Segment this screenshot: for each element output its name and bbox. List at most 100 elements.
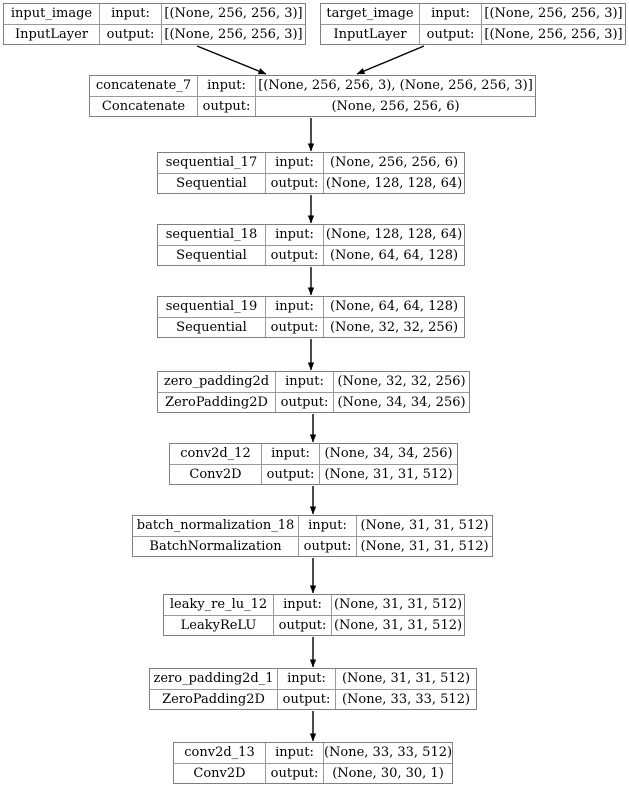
- node-input-shape: (None, 33, 33, 512): [324, 745, 452, 761]
- node-input-label: input:: [266, 225, 324, 245]
- node-layer-name: conv2d_13: [174, 743, 266, 763]
- node-input-shape: [(None, 256, 256, 3)]: [164, 6, 303, 22]
- node-output-shape: (None, 31, 31, 512): [324, 466, 453, 482]
- node-output-label: output:: [198, 96, 256, 116]
- node-output-label: output:: [299, 536, 357, 556]
- node-layer-name: concatenate_7: [90, 76, 198, 96]
- node-output-shape: [(None, 256, 256, 3)]: [164, 26, 303, 42]
- node-input-label: input:: [299, 516, 357, 536]
- node-class-name: InputLayer: [321, 24, 420, 44]
- node-output-label: output:: [276, 392, 334, 412]
- node-input-label: input:: [278, 669, 336, 689]
- node-class-name: Sequential: [158, 245, 266, 265]
- node-class-name: InputLayer: [4, 24, 100, 44]
- node-output-label: output:: [274, 615, 332, 635]
- node-output-label: output:: [266, 245, 324, 265]
- node-layer-name: target_image: [321, 4, 420, 24]
- node-output-label: output:: [266, 763, 324, 783]
- node-output-shape: (None, 31, 31, 512): [333, 617, 463, 633]
- node-output-label: output:: [420, 24, 482, 44]
- node-output-shape: (None, 33, 33, 512): [341, 691, 471, 707]
- node-input-label: input:: [266, 153, 324, 173]
- node-layer-name: sequential_19: [158, 297, 266, 317]
- node-class-name: BatchNormalization: [133, 536, 299, 556]
- edge-input_image-to-concatenate_7: [196, 45, 267, 75]
- node-output-shape: (None, 64, 64, 128): [329, 247, 459, 263]
- node-layer-name: sequential_17: [158, 153, 266, 173]
- node-input-label: input:: [100, 4, 162, 24]
- node-layer-name: zero_padding2d_1: [150, 669, 278, 689]
- node-input-label: input:: [266, 743, 324, 763]
- node-input-shape: (None, 31, 31, 512): [360, 518, 489, 534]
- node-class-name: LeakyReLU: [164, 615, 274, 635]
- node-output-shape: [(None, 256, 256, 3)]: [484, 26, 623, 42]
- node-layer-name: input_image: [4, 4, 100, 24]
- node-layer-name: leaky_re_lu_12: [164, 595, 274, 615]
- node-input-shape: (None, 256, 256, 6): [329, 155, 459, 171]
- node-layer-name: batch_normalization_18: [133, 516, 299, 536]
- node-input-shape: (None, 32, 32, 256): [337, 374, 466, 390]
- node-class-name: Concatenate: [90, 96, 198, 116]
- edge-target_image-to-concatenate_7: [356, 45, 425, 75]
- node-input-label: input:: [274, 595, 332, 615]
- node-output-label: output:: [100, 24, 162, 44]
- node-output-shape: (None, 34, 34, 256): [337, 394, 466, 410]
- node-input-label: input:: [276, 372, 334, 392]
- node-class-name: Sequential: [158, 173, 266, 193]
- node-output-label: output:: [266, 173, 324, 193]
- node-input-shape: (None, 64, 64, 128): [329, 299, 459, 315]
- node-class-name: Sequential: [158, 317, 266, 337]
- node-input-shape: (None, 31, 31, 512): [333, 597, 463, 613]
- node-class-name: Conv2D: [170, 464, 262, 484]
- node-input-shape: (None, 31, 31, 512): [341, 671, 471, 687]
- node-output-label: output:: [278, 689, 336, 709]
- node-input-label: input:: [262, 444, 320, 464]
- node-output-shape: (None, 30, 30, 1): [332, 765, 444, 781]
- node-output-label: output:: [266, 317, 324, 337]
- node-input-shape: (None, 34, 34, 256): [324, 446, 453, 462]
- node-class-name: ZeroPadding2D: [150, 689, 278, 709]
- node-output-shape: (None, 32, 32, 256): [329, 319, 459, 335]
- node-layer-name: sequential_18: [158, 225, 266, 245]
- node-layer-name: conv2d_12: [170, 444, 262, 464]
- node-input-shape: (None, 128, 128, 64): [325, 227, 463, 243]
- node-input-label: input:: [420, 4, 482, 24]
- node-input-shape: [(None, 256, 256, 3)]: [484, 6, 623, 22]
- node-output-shape: (None, 31, 31, 512): [360, 538, 489, 554]
